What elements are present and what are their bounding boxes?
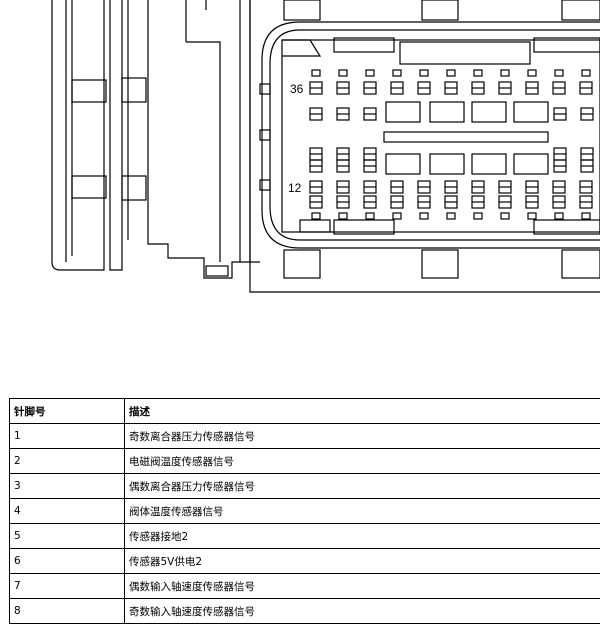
connector-diagram: 36 12 bbox=[0, 0, 600, 330]
desc-cell: 偶数输入轴速度传感器信号 bbox=[125, 574, 600, 599]
pin-latch bbox=[339, 213, 347, 219]
pin-latch bbox=[447, 70, 455, 76]
pin-latch bbox=[420, 213, 428, 219]
pin-latch bbox=[447, 213, 455, 219]
desc-cell: 传感器接地2 bbox=[125, 524, 600, 549]
pin-latch bbox=[555, 70, 563, 76]
pin-latch bbox=[555, 213, 563, 219]
desc-cell: 电磁阀温度传感器信号 bbox=[125, 449, 600, 474]
pin-latch bbox=[474, 70, 482, 76]
header-desc: 描述 bbox=[125, 399, 600, 424]
table-header-row: 针脚号 描述 bbox=[10, 399, 600, 424]
pin-cell: 7 bbox=[10, 574, 125, 599]
pin-latch bbox=[474, 213, 482, 219]
pin-latch bbox=[366, 70, 374, 76]
pin-latch bbox=[312, 70, 320, 76]
pin-latch bbox=[366, 213, 374, 219]
pin-latch bbox=[501, 70, 509, 76]
pin-cell: 4 bbox=[10, 499, 125, 524]
pin-latch bbox=[528, 70, 536, 76]
desc-cell: 传感器5V供电2 bbox=[125, 549, 600, 574]
pin-cell: 6 bbox=[10, 549, 125, 574]
pin-latch bbox=[393, 70, 401, 76]
pin-latch bbox=[582, 213, 590, 219]
pin-latch bbox=[582, 70, 590, 76]
pin-label-12: 12 bbox=[288, 181, 302, 195]
pin-latch bbox=[393, 213, 401, 219]
pin-latch bbox=[420, 70, 428, 76]
pin-latch bbox=[312, 213, 320, 219]
pin-latch bbox=[501, 213, 509, 219]
pin-label-36: 36 bbox=[290, 82, 304, 96]
pin-cell: 5 bbox=[10, 524, 125, 549]
desc-cell: 奇数离合器压力传感器信号 bbox=[125, 424, 600, 449]
desc-cell: 奇数输入轴速度传感器信号 bbox=[125, 599, 600, 624]
desc-cell: 阀体温度传感器信号 bbox=[125, 499, 600, 524]
pin-cell: 1 bbox=[10, 424, 125, 449]
pin-cell: 2 bbox=[10, 449, 125, 474]
desc-cell: 偶数离合器压力传感器信号 bbox=[125, 474, 600, 499]
header-pin: 针脚号 bbox=[10, 399, 125, 424]
pin-latch bbox=[528, 213, 536, 219]
pin-latch bbox=[339, 70, 347, 76]
pin-cell: 8 bbox=[10, 599, 125, 624]
pin-cell: 3 bbox=[10, 474, 125, 499]
